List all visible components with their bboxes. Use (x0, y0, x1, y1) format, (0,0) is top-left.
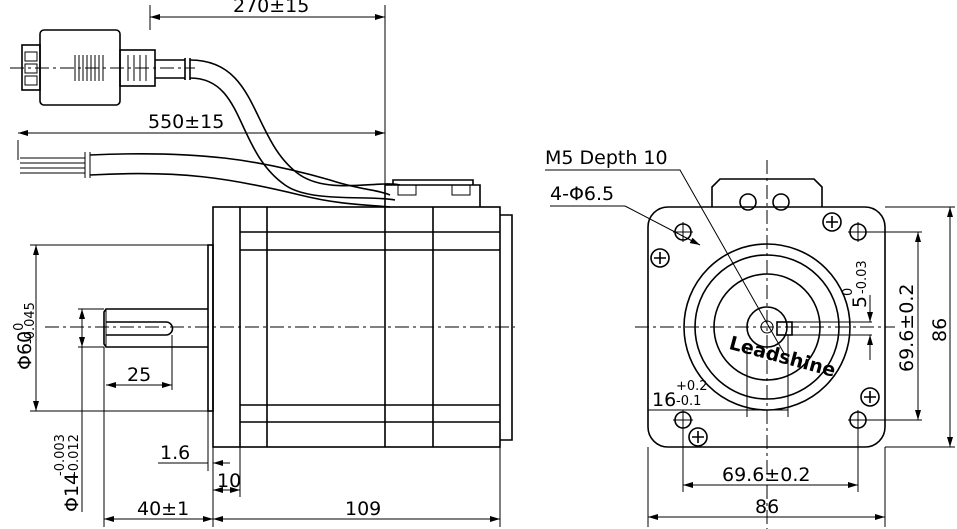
key-width-lower: -0.03 (855, 260, 870, 294)
key-width-upper: 0 (841, 288, 856, 296)
db-connector (10, 29, 195, 106)
pilot-depth-dim: 1.6 (160, 442, 190, 464)
body-connector (384, 179, 481, 207)
holes-label: 4-Φ6.5 (550, 183, 614, 205)
shaft-diameter-dim: Φ14 (61, 473, 83, 512)
screw-heads (650, 212, 880, 447)
cable-power (89, 152, 391, 208)
key-height-dim: 16 (652, 389, 676, 411)
key-height-upper: +0.2 (676, 379, 708, 394)
width-dim: 86 (755, 496, 779, 518)
pilot-diameter-dim: Φ600 (12, 323, 36, 370)
shaft (103, 308, 208, 348)
mounting-holes (673, 222, 868, 430)
cable-short-dim: 270±15 (233, 0, 309, 17)
key-height-lower: -0.1 (676, 394, 701, 409)
hole-spacing-v-dim: 69.6±0.2 (896, 284, 918, 372)
key-width-dim: 5 (849, 296, 871, 308)
flange-thickness-dim: 10 (217, 470, 241, 492)
cable-long-dim: 550±15 (148, 111, 224, 133)
front-view: Leadshine M5 Depth 10 4-Φ6.5 5 0 -0.03 6… (545, 147, 955, 529)
side-view: 270±15 550±15 Φ600 -0.045 Φ14 -0.003 -0.… (10, 0, 515, 527)
shaft-tolerance-upper: -0.003 (53, 434, 68, 476)
pilot-tolerance-lower: -0.045 (23, 302, 38, 344)
shaft-length-dim: 40±1 (137, 498, 189, 520)
height-dim: 86 (929, 318, 951, 342)
body-length-dim: 109 (345, 498, 381, 520)
hole-spacing-h-dim: 69.6±0.2 (722, 464, 810, 486)
cable-encoder (189, 59, 401, 201)
keyway-length-dim: 25 (127, 364, 151, 386)
thread-label: M5 Depth 10 (545, 147, 668, 169)
shaft-tolerance-lower: -0.012 (67, 434, 82, 476)
